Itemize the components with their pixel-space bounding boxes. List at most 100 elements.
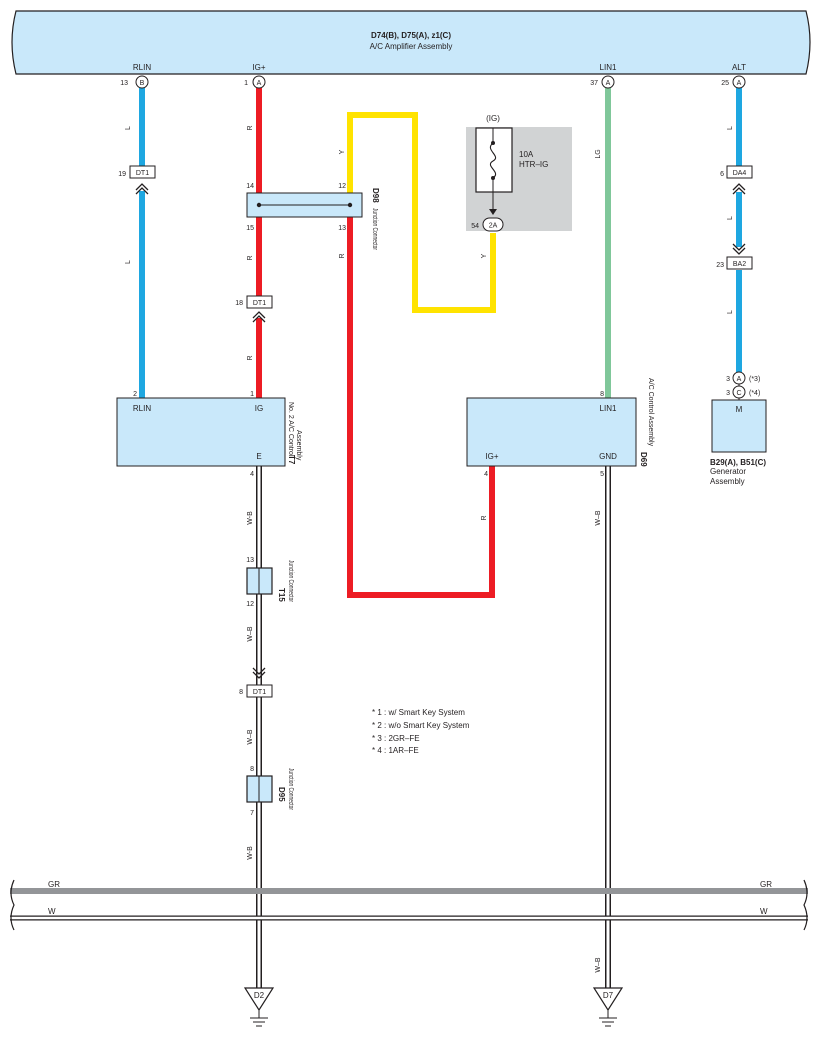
bus-w-label-left: W <box>48 907 56 916</box>
t15-junction-connector: 13 12 T15 Junction Connector <box>246 557 294 608</box>
d98-code: D98 <box>371 188 380 203</box>
bus-gr-label-right: GR <box>760 880 772 889</box>
d95-code: D95 <box>277 787 286 802</box>
amp-pin-lin1-conn: A <box>606 80 611 87</box>
amp-pin-lin1: 37 A <box>590 75 615 89</box>
dt1-ground-label: DT1 <box>253 689 266 696</box>
t7-pin-ig-label: IG <box>255 404 263 413</box>
ground-d7: D7 <box>592 987 624 1027</box>
amp-pin-alt: 25 A <box>721 75 746 89</box>
amp-pin-rlin-label: RLIN <box>133 63 151 72</box>
gen-pin-a-num: 3 <box>726 376 730 383</box>
wire-label-red-d98: R <box>339 253 346 258</box>
wire-label-alt-3: L <box>727 310 734 314</box>
amp-pin-lin1-label: LIN1 <box>600 63 617 72</box>
dt1-ig-label: DT1 <box>253 300 266 307</box>
wire-label-yellow-1: Y <box>339 149 346 154</box>
t7-pin-e-num: 4 <box>250 471 254 478</box>
wire-label-alt-2: L <box>727 216 734 220</box>
note-3: * 3 : 2GR–FE <box>372 734 420 743</box>
amp-pin-lin1-num: 37 <box>590 80 598 87</box>
t15-code: T15 <box>277 588 286 602</box>
note-4: * 4 : 1AR–FE <box>372 746 419 755</box>
d69-code: D69 <box>639 452 648 467</box>
t7-name-line1: No. 2 A/C Control <box>287 402 294 457</box>
connector-da4: 6 DA4 <box>720 165 753 195</box>
d69-pin-gnd-num: 5 <box>600 471 604 478</box>
wire-label-alt-1: L <box>727 126 734 130</box>
dt1-ig-num: 18 <box>235 300 243 307</box>
amp-pin-alt-label: ALT <box>732 63 746 72</box>
ac-amplifier-assembly: D74(B), D75(A), z1(C) A/C Amplifier Asse… <box>11 10 811 75</box>
amp-pin-alt-num: 25 <box>721 80 729 87</box>
da4-label: DA4 <box>733 170 747 177</box>
wire-label-yellow-2: Y <box>481 253 488 258</box>
gen-name-line2: Assembly <box>710 477 745 486</box>
t7-code: T7 <box>287 455 296 465</box>
d95-junction-connector: 8 7 D95 Junction Connector <box>246 766 294 817</box>
gen-codes: B29(A), B51(C) <box>710 458 766 467</box>
d98-name: Junction Connector <box>371 208 378 250</box>
d69-name: A/C Control Assembly <box>647 378 654 447</box>
amplifier-codes: D74(B), D75(A), z1(C) <box>371 31 451 40</box>
d98-pin15: 15 <box>246 225 254 232</box>
ba2-num: 23 <box>716 262 724 269</box>
connector-dt1-ig: 18 DT1 <box>235 295 273 323</box>
d69-pin-gnd-label: GND <box>599 452 617 461</box>
connector-dt1-rlin: 19 DT1 <box>118 165 156 195</box>
amp-pin-rlin-conn: B <box>140 80 145 87</box>
d98-pin12: 12 <box>338 183 346 190</box>
amp-pin-rlin-num: 13 <box>120 80 128 87</box>
wire-label-lin1: LG <box>595 149 602 158</box>
wire-label-ig-3: R <box>247 355 254 360</box>
d69-ac-control-assembly: 8 LIN1 IG+ GND 4 5 D69 A/C Control Assem… <box>466 378 654 478</box>
wire-label-ig-1: R <box>247 125 254 130</box>
dt1-rlin-label: DT1 <box>136 170 149 177</box>
amp-pin-ig-conn: A <box>257 80 262 87</box>
wire-label-wb-5: W–B <box>595 510 602 526</box>
gen-pin-c-note: (*4) <box>749 390 760 397</box>
amplifier-name: A/C Amplifier Assembly <box>370 42 453 51</box>
gen-pin-a-conn: A <box>737 376 742 383</box>
connector-dt1-ground: 8 DT1 <box>239 667 273 698</box>
ground-d2: D2 <box>243 987 275 1027</box>
dt1-ground-num: 8 <box>239 689 243 696</box>
d69-pin-ig-label: IG+ <box>485 452 498 461</box>
gen-name-line1: Generator <box>710 467 746 476</box>
ground-d2-label: D2 <box>254 991 265 1000</box>
d98-pin14: 14 <box>246 183 254 190</box>
connector-ba2: 23 BA2 <box>716 243 753 270</box>
wire-label-wb-4: W-B <box>247 846 254 860</box>
wire-label-rlin-1: L <box>125 126 132 130</box>
wire-d98-to-d69-red <box>347 217 495 598</box>
fuse-rating: 10A <box>519 150 534 159</box>
fuse-source: (IG) <box>486 114 500 123</box>
note-1: * 1 : w/ Smart Key System <box>372 708 465 717</box>
d98-junction-connector: 14 12 15 13 D98 Junction Connector <box>246 183 380 250</box>
wire-label-ig-2: R <box>247 255 254 260</box>
bus-gr-label-left: GR <box>48 880 60 889</box>
ground-bus: GR GR W W <box>10 879 808 931</box>
t7-ac-control-assembly: 2 1 RLIN IG E 4 T7 No. 2 A/C Control Ass… <box>116 391 302 478</box>
ground-d7-label: D7 <box>603 991 614 1000</box>
wire-label-wb-3: W–B <box>247 729 254 745</box>
note-2: * 2 : w/o Smart Key System <box>372 721 470 730</box>
amp-pin-ig-label: IG+ <box>252 63 265 72</box>
t7-pin-ig-num: 1 <box>250 391 254 398</box>
gen-pin-a-note: (*3) <box>749 376 760 383</box>
wire-label-wb-6: W–B <box>595 957 602 973</box>
dt1-rlin-num: 19 <box>118 171 126 178</box>
t7-pin-e-label: E <box>256 452 261 461</box>
ba2-label: BA2 <box>733 261 746 268</box>
d69-pin-ig-num: 4 <box>484 471 488 478</box>
fuse-terminal-label: 2A <box>489 223 498 230</box>
t15-pin-top: 13 <box>246 557 254 564</box>
wire-label-red-d69: R <box>481 515 488 520</box>
t15-pin-bottom: 12 <box>246 601 254 608</box>
amp-pin-ig: 1 A <box>244 75 266 89</box>
d95-name: Junction Connector <box>287 768 294 810</box>
fuse-terminal-num: 54 <box>471 223 479 230</box>
gen-terminal: M <box>736 405 743 414</box>
